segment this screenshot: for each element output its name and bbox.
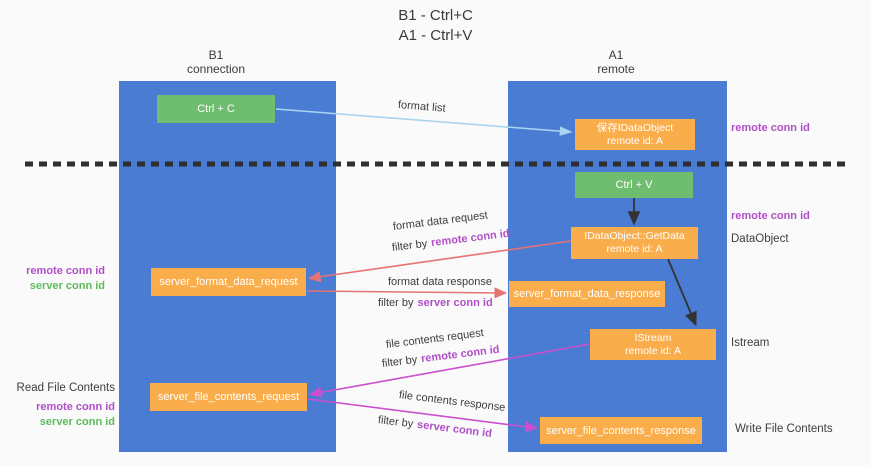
ctrl-c-box: Ctrl + C [157, 95, 275, 123]
save-dataobject-box: 保存IDataObject remote id: A [575, 119, 695, 150]
right-column-header: A1 remote [556, 48, 676, 76]
remote-conn-id-text: remote conn id [420, 343, 501, 366]
arrow-format-data-response [306, 287, 508, 299]
server-file-contents-request-label: server_file_contents_request [157, 391, 300, 403]
server-file-contents-response-label: server_file_contents_response [546, 424, 696, 437]
left-conn-id-block-file: Read File Contents remote conn id server… [10, 381, 115, 430]
format-data-response-label: format data response [388, 276, 492, 288]
dataobject-label: DataObject [731, 233, 789, 245]
title-line-2: A1 - Ctrl+V [398, 27, 473, 44]
format-data-request-label: format data request [392, 209, 489, 233]
filter-by-text: filter by [378, 297, 414, 309]
server-conn-id-text: server conn id [417, 297, 493, 309]
remote-conn-id-text: remote conn id [430, 227, 511, 250]
getdata-box: IDataObject::GetData remote id: A [571, 227, 698, 259]
right-column-name: A1 [608, 48, 624, 62]
istream-line2: remote id: A [624, 344, 682, 357]
filter-by-text: filter by [391, 237, 428, 254]
server-format-data-response-box: server_format_data_response [509, 281, 665, 307]
server-file-contents-request-box: server_file_contents_request [150, 383, 307, 411]
remote-conn-id-label-top: remote conn id [731, 122, 810, 134]
istream-line1: IStream [634, 331, 672, 344]
server-conn-id-label-left2: server conn id [39, 416, 115, 428]
format-list-label: format list [397, 99, 447, 115]
server-format-data-response-label: server_format_data_response [513, 288, 661, 300]
title-line-1: B1 - Ctrl+C [398, 7, 473, 24]
server-format-data-request-box: server_format_data_request [151, 268, 306, 296]
getdata-line1: IDataObject::GetData [584, 230, 685, 242]
server-conn-id-text: server conn id [416, 418, 493, 440]
getdata-line2: remote id: A [606, 243, 663, 255]
istream-box: IStream remote id: A [590, 329, 716, 360]
remote-conn-id-label-left2: remote conn id [36, 401, 115, 413]
diagram-title: B1 - Ctrl+C A1 - Ctrl+V [0, 6, 871, 46]
filter-by-text: filter by [377, 414, 414, 431]
write-file-contents-label: Write File Contents [735, 423, 833, 435]
ctrl-v-box: Ctrl + V [575, 172, 693, 198]
read-file-contents-label: Read File Contents [16, 382, 115, 394]
save-dataobject-line2: remote id: A [606, 134, 664, 147]
server-conn-id-label-left: server conn id [29, 280, 105, 292]
ctrl-c-label: Ctrl + C [197, 103, 235, 115]
left-column-name: B1 [208, 48, 224, 62]
remote-conn-id-label-mid: remote conn id [731, 210, 810, 222]
server-file-contents-response-box: server_file_contents_response [540, 417, 702, 444]
file-contents-response-label: file contents response [398, 389, 506, 414]
server-format-data-request-label: server_format_data_request [159, 276, 298, 288]
filter-by-text: filter by [381, 353, 418, 370]
left-conn-id-block-format: remote conn id server conn id [10, 264, 105, 294]
istream-side-label: Istream [731, 337, 770, 349]
ctrl-v-label: Ctrl + V [615, 179, 653, 191]
left-column-role: connection [186, 62, 246, 76]
right-column-role: remote [597, 62, 635, 76]
remote-conn-id-label-left: remote conn id [26, 265, 105, 277]
save-dataobject-line1: 保存IDataObject [596, 121, 674, 134]
left-column-header: B1 connection [156, 48, 276, 76]
